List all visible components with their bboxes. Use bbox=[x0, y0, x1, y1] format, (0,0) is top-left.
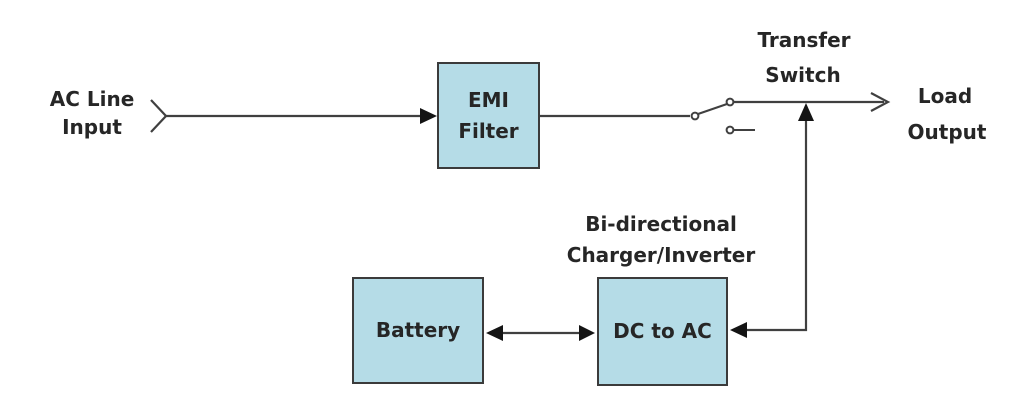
switch-contact-upper bbox=[725, 97, 735, 107]
arrowhead-into-battery-icon bbox=[486, 325, 503, 341]
battery-label: Battery bbox=[375, 318, 461, 342]
switch-contact-common bbox=[690, 111, 700, 121]
switch-to-load-wire bbox=[734, 92, 891, 112]
transfer-switch-icon bbox=[690, 97, 755, 135]
arrowhead-into-dc-icon bbox=[579, 325, 595, 341]
arrowhead-into-emi-icon bbox=[420, 108, 437, 124]
ac-line-input-label-line1: AC Line bbox=[49, 87, 135, 111]
emi-filter-label-line2: Filter bbox=[458, 118, 519, 143]
ac-input-chevron bbox=[150, 99, 168, 133]
switch-contact-lower bbox=[725, 125, 735, 135]
battery-inverter-arrow bbox=[486, 325, 595, 341]
dc-to-ac-label: DC to AC bbox=[613, 319, 712, 343]
arrowhead-up-icon bbox=[798, 103, 814, 121]
battery-box: Battery bbox=[352, 277, 484, 384]
load-output-label-line1: Load bbox=[917, 84, 973, 108]
arrowhead-into-inverter-icon bbox=[730, 322, 747, 338]
load-output-label-line2: Output bbox=[907, 120, 987, 144]
emi-filter-box: EMI Filter bbox=[437, 62, 540, 169]
inverter-to-switch-wire bbox=[730, 103, 814, 338]
ac-line-input-label-line2: Input bbox=[62, 115, 122, 139]
ac-input-wire bbox=[150, 99, 437, 133]
switch-blade bbox=[697, 103, 728, 115]
transfer-switch-label-line1: Transfer bbox=[757, 28, 851, 52]
load-output-chevron bbox=[870, 92, 891, 112]
dc-to-ac-box: DC to AC bbox=[597, 277, 728, 386]
bidirectional-charger-label-line2: Charger/Inverter bbox=[566, 243, 756, 267]
transfer-switch-label-line2: Switch bbox=[765, 63, 841, 87]
bidirectional-charger-label-line1: Bi-directional bbox=[585, 212, 737, 236]
emi-filter-label-line1: EMI bbox=[467, 87, 509, 112]
